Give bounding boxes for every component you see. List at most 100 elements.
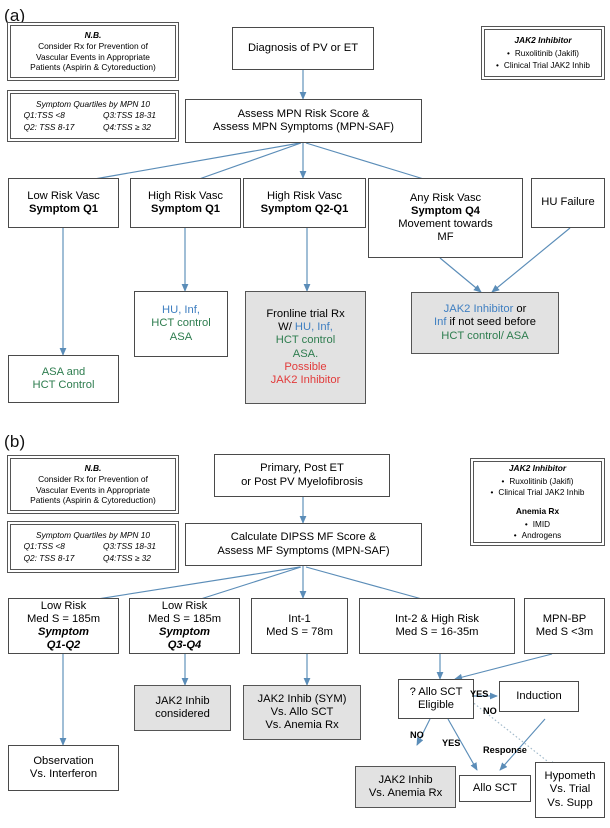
node-line2: Assess MF Symptoms (MPN-SAF) [217,544,390,557]
node-jak2-inhib-considered: JAK2 Inhib considered [134,685,231,731]
node-high-risk-vasc-q1: High Risk Vasc Symptom Q1 [130,178,241,228]
legend-item: Clinical Trial JAK2 Inhib [488,60,599,71]
legend-list: Ruxolitinib (Jakifi) Clinical Trial JAK2… [488,48,599,71]
node-line2: Assess MPN Symptoms (MPN-SAF) [213,121,394,133]
note-nb-line2: Vascular Events in Appropriate [36,51,150,62]
legend-item: Ruxolitinib (Jakifi) [477,476,599,487]
node-line2: Symptom Q2-Q1 [260,203,349,215]
node-line2: Symptom Q1 [28,203,98,215]
legend-jak2-anemia-b: JAK2 Inhibitor Ruxolitinib (Jakifi) Clin… [470,458,605,546]
node-asa-hct-control: ASA and HCT Control [8,355,119,403]
node-line3: Symptom [159,626,210,638]
node-line2: Med S <3m [535,626,594,638]
node-mpn-bp: MPN-BP Med S <3m [524,598,605,654]
node-line3: ASA [169,330,193,343]
node-jak2-inhib-anemia-rx: JAK2 Inhib Vs. Anemia Rx [355,766,456,808]
legend-sub-list: IMID Androgens [477,519,599,542]
edge-label-yes-allo-sct: YES [442,738,461,748]
node-line1: MPN-BP [542,612,587,625]
node-line1: Any Risk Vasc [409,191,482,204]
edge-label-no-jak2: NO [410,730,424,740]
node-line2: Med S = 185m [147,612,222,625]
node-allo-sct-eligible-decision: ? Allo SCT Eligible [398,679,474,719]
node-line2: Symptom Q1 [150,203,220,215]
node-label: Induction [516,689,562,702]
note-quartiles-a: Symptom Quartiles by MPN 10 Q1:TSS <8 Q3… [7,90,179,142]
node-line1: Observation [33,754,94,767]
node-hu-inf-hct-asa: HU, Inf, HCT control ASA [134,291,228,357]
node-line1: Hypometh [544,770,596,783]
node-int-2-high-risk: Int-2 & High Risk Med S = 16-35m [359,598,515,654]
note-nb-line3: Patients (Aspirin & Cytoreduction) [30,495,156,506]
node-hypometh-trial-supp: Hypometh Vs. Trial Vs. Supp [535,762,605,818]
node-line2-suffix: if not seed before [446,316,536,329]
note-q4: Q4:TSS ≥ 32 [103,552,151,563]
node-line1: Calculate DIPSS MF Score & [230,531,377,544]
note-q2: Q2: TSS 8-17 [23,552,75,563]
node-line2: Eligible [417,699,455,711]
note-q1: Q1:TSS <8 [23,110,65,121]
note-nb-a: N.B. Consider Rx for Prevention of Vascu… [7,22,179,81]
node-label: Allo SCT [472,781,518,794]
note-nb-line1: Consider Rx for Prevention of [38,474,148,485]
node-line1: Low Risk [40,599,87,612]
node-line3: Vs. Anemia Rx [265,719,339,732]
node-line1: JAK2 Inhib [155,694,210,707]
node-jak2-inhibitor-or-inf: JAK2 Inhibitor or Inf if not seed before… [411,292,559,354]
note-nb-title: N.B. [84,30,102,41]
node-line3: Symptom [38,626,89,638]
node-line1: JAK2 Inhib [378,773,433,786]
note-nb-line2: Vascular Events in Appropriate [36,484,150,495]
note-quartiles-title: Symptom Quartiles by MPN 10 [36,529,150,540]
panel-label-b: (b) [4,432,26,451]
edge-label-response: Response [483,745,527,755]
node-line1: Fronline trial Rx [266,307,345,320]
node-low-risk-q3-q4: Low Risk Med S = 185m Symptom Q3-Q4 [129,598,240,654]
node-line1: Primary, Post ET [260,462,344,475]
node-line2-drugs: HU, Inf, [294,321,333,334]
node-line2: Vs. Interferon [29,768,98,780]
node-line3: Vs. Supp [547,796,593,809]
edge-label-yes-induction: YES [470,689,489,699]
legend-jak2-a: JAK2 Inhibitor Ruxolitinib (Jakifi) Clin… [481,26,605,80]
node-line2: Med S = 16-35m [395,626,479,638]
note-nb-line3: Patients (Aspirin & Cytoreduction) [30,62,156,73]
note-q2: Q2: TSS 8-17 [23,121,75,132]
legend-item: Ruxolitinib (Jakifi) [488,48,599,59]
node-low-risk-q1-q2: Low Risk Med S = 185m Symptom Q1-Q2 [8,598,119,654]
node-line1: ? Allo SCT [409,685,463,698]
node-line1: Int-2 & High Risk [395,612,479,625]
node-low-risk-vasc-q1: Low Risk Vasc Symptom Q1 [8,178,119,228]
node-label: Diagnosis of PV or ET [247,41,359,54]
node-int-1: Int-1 Med S = 78m [251,598,348,654]
node-line1: Low Risk [161,599,208,612]
node-calculate-dipss: Calculate DIPSS MF Score & Assess MF Sym… [185,523,422,566]
edge-label-no-hypometh: NO [483,706,497,716]
node-any-risk-vasc-q4: Any Risk Vasc Symptom Q4 Movement toward… [368,178,523,258]
node-line4: ASA. [292,347,319,360]
legend-subtitle: Anemia Rx [515,505,560,516]
node-line1-suffix: or [513,303,527,316]
node-assess-mpn: Assess MPN Risk Score & Assess MPN Sympt… [185,99,422,143]
node-line2-drug: Inf [433,316,447,329]
node-diagnosis-pv-et: Diagnosis of PV or ET [232,27,374,70]
node-line2: HCT Control [32,379,95,391]
node-line6: JAK2 Inhibitor [270,373,341,386]
note-q4: Q4:TSS ≥ 32 [103,121,151,132]
node-observation-interferon: Observation Vs. Interferon [8,745,119,791]
node-hu-failure: HU Failure [531,178,605,228]
node-line1: High Risk Vasc [147,189,224,202]
note-quartiles-b: Symptom Quartiles by MPN 10 Q1:TSS <8 Q3… [7,521,179,573]
node-line3: Movement towards [398,218,493,230]
node-line2: HCT control [151,317,211,330]
node-high-risk-vasc-q2-q1: High Risk Vasc Symptom Q2-Q1 [243,178,366,228]
node-line1: JAK2 Inhib (SYM) [257,692,347,705]
node-diagnosis-myelofibrosis: Primary, Post ET or Post PV Myelofibrosi… [214,454,390,497]
panel-label-a: (a) [4,6,26,25]
node-line5: Possible [284,360,327,373]
note-q3: Q3:TSS 18-31 [103,541,157,552]
node-line2: Med S = 78m [266,626,333,638]
node-line1: Low Risk Vasc [27,189,100,202]
note-nb-b: N.B. Consider Rx for Prevention of Vascu… [7,455,179,514]
